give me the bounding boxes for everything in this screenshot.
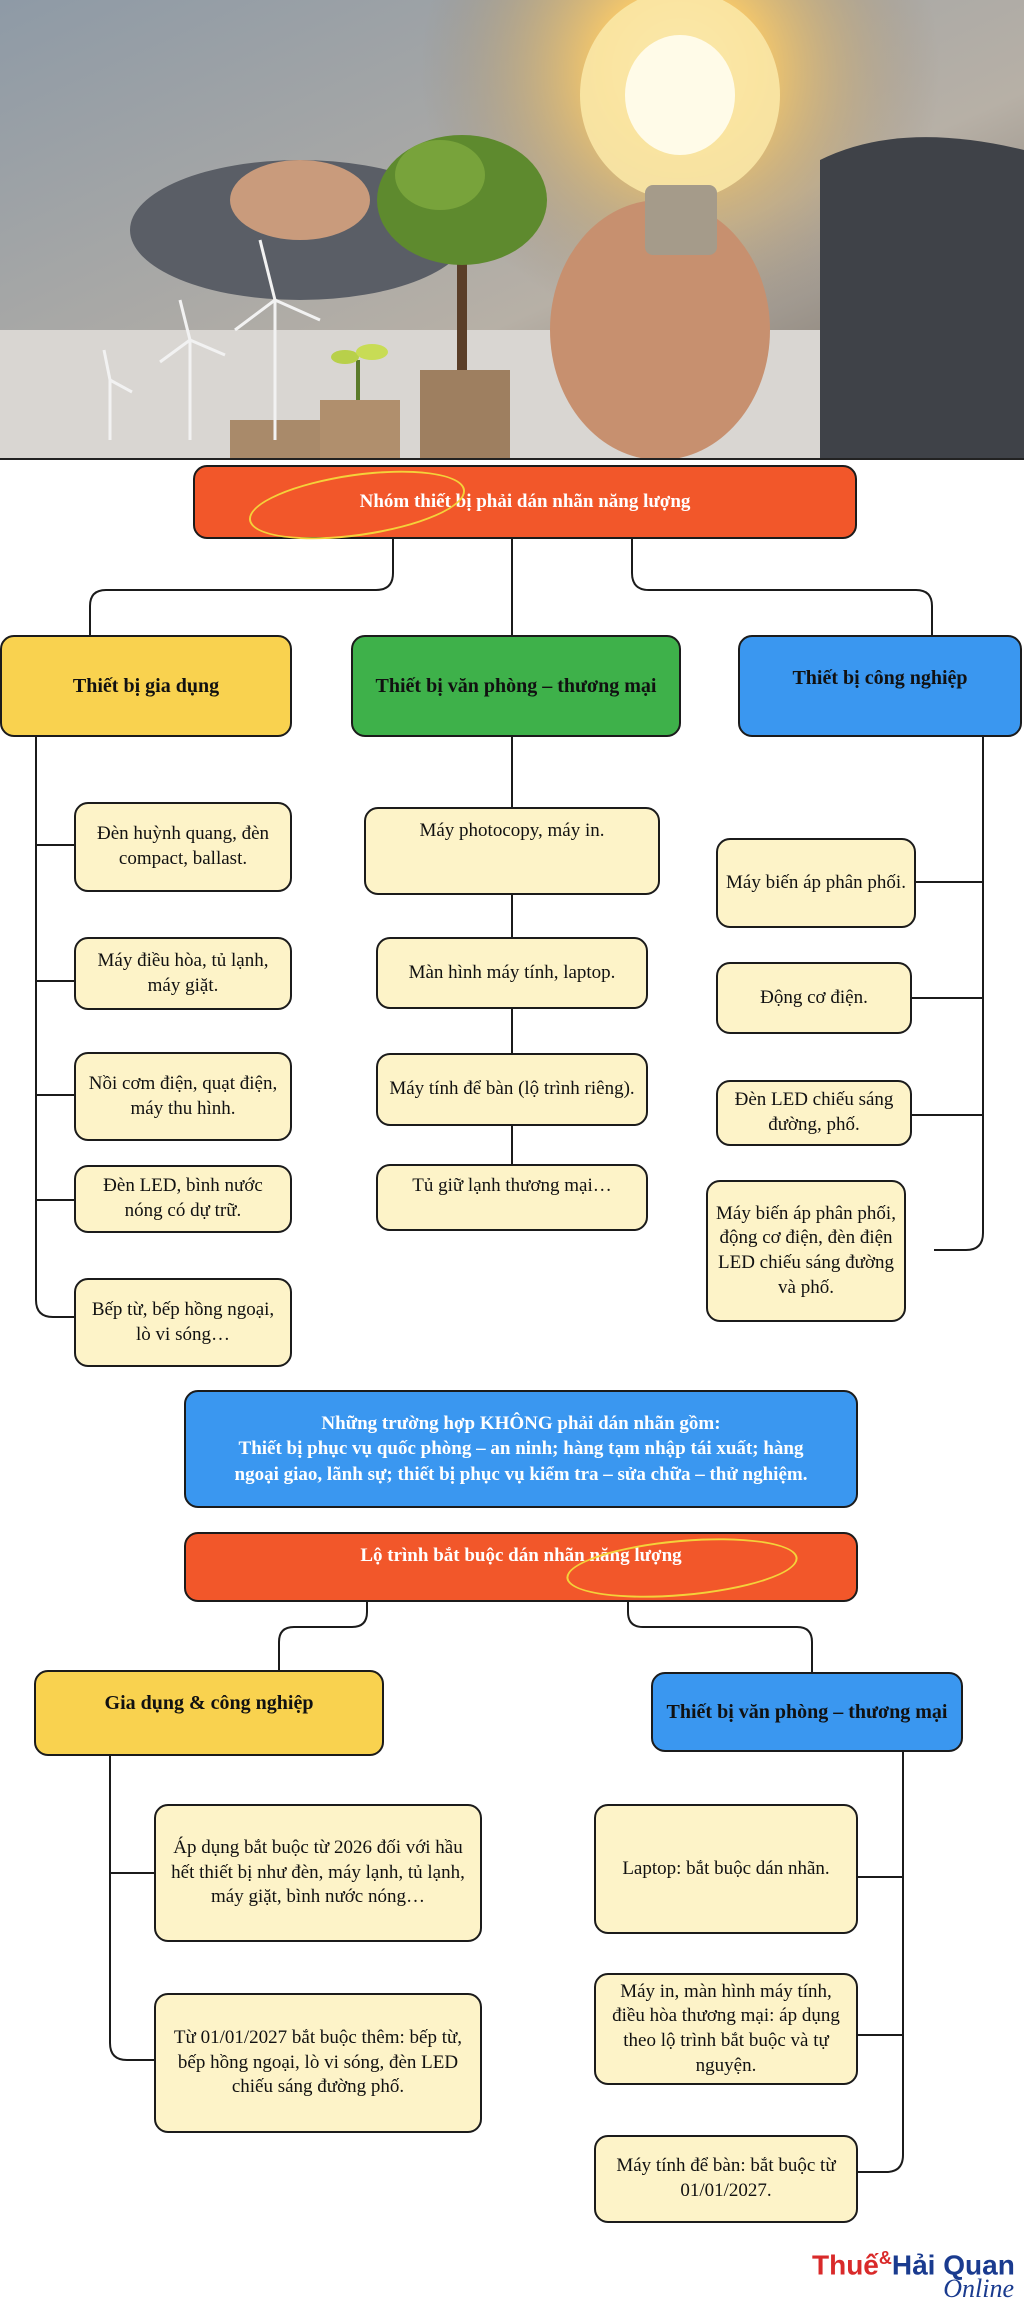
group-industrial-title: Thiết bị công nghiệp [792,667,968,689]
industrial-item: Đèn LED chiếu sáng đường, phố. [716,1080,912,1146]
industrial-item: Động cơ điện. [716,962,912,1034]
office-item: Máy photocopy, máy in. [364,807,660,895]
household-item: Bếp từ, bếp hồng ngoại, lò vi sóng… [74,1278,292,1367]
diagram2-root: Lộ trình bắt buộc dán nhãn năng lượng [184,1532,858,1602]
logo-part2: Hải Quan [891,2249,1015,2281]
household-item: Máy điều hòa, tủ lạnh, máy giặt. [74,937,292,1010]
roadmap-office-title: Thiết bị văn phòng – thương mại [666,1701,948,1723]
exclusion-note: Những trường hợp KHÔNG phải dán nhãn gồm… [184,1390,858,1508]
household-item: Đèn huỳnh quang, đèn compact, ballast. [74,802,292,892]
diagram1-root: Nhóm thiết bị phải dán nhãn năng lượng [193,465,857,539]
roadmap-household-item: Áp dụng bắt buộc từ 2026 đối với hầu hết… [154,1804,482,1942]
roadmap-household-item: Từ 01/01/2027 bắt buộc thêm: bếp từ, bếp… [154,1993,482,2133]
diagram2-root-label: Lộ trình bắt buộc dán nhãn năng lượng [360,1545,682,1566]
roadmap-office-item: Laptop: bắt buộc dán nhãn. [594,1804,858,1934]
publisher-logo: Thuế&Hải Quan Online [812,2248,1018,2303]
roadmap-office-item: Máy tính để bàn: bắt buộc từ 01/01/2027. [594,2135,858,2223]
logo-amp: & [878,2248,892,2268]
logo-part3: Online [943,2274,1014,2303]
exclusion-note-line3: ngoại giao, lãnh sự; thiết bị phục vụ ki… [234,1463,808,1485]
group-office-title: Thiết bị văn phòng – thương mại [375,675,657,697]
roadmap-household-header: Gia dụng & công nghiệp [34,1670,384,1756]
industrial-item: Máy biến áp phân phối. [716,838,916,928]
roadmap-household-title: Gia dụng & công nghiệp [104,1692,314,1714]
group-household-header: Thiết bị gia dụng [0,635,292,737]
household-item: Đèn LED, bình nước nóng có dự trữ. [74,1165,292,1233]
group-office-header: Thiết bị văn phòng – thương mại [351,635,681,737]
roadmap-office-header: Thiết bị văn phòng – thương mại [651,1672,963,1752]
office-item: Tủ giữ lạnh thương mại… [376,1164,648,1231]
office-item: Màn hình máy tính, laptop. [376,937,648,1009]
group-household-title: Thiết bị gia dụng [72,675,220,697]
industrial-item: Máy biến áp phân phối, động cơ điện, đèn… [706,1180,906,1322]
logo-part1: Thuế [812,2249,879,2281]
exclusion-note-line1: Những trường hợp KHÔNG phải dán nhãn gồm… [321,1413,721,1435]
header-photo [0,0,1024,460]
diagram1-root-label: Nhóm thiết bị phải dán nhãn năng lượng [359,490,691,512]
exclusion-note-line2: Thiết bị phục vụ quốc phòng – an ninh; h… [238,1438,804,1460]
group-industrial-header: Thiết bị công nghiệp [738,635,1022,737]
roadmap-office-item: Máy in, màn hình máy tính, điều hòa thươ… [594,1973,858,2085]
household-item: Nồi cơm điện, quạt điện, máy thu hình. [74,1052,292,1141]
office-item: Máy tính để bàn (lộ trình riêng). [376,1053,648,1126]
